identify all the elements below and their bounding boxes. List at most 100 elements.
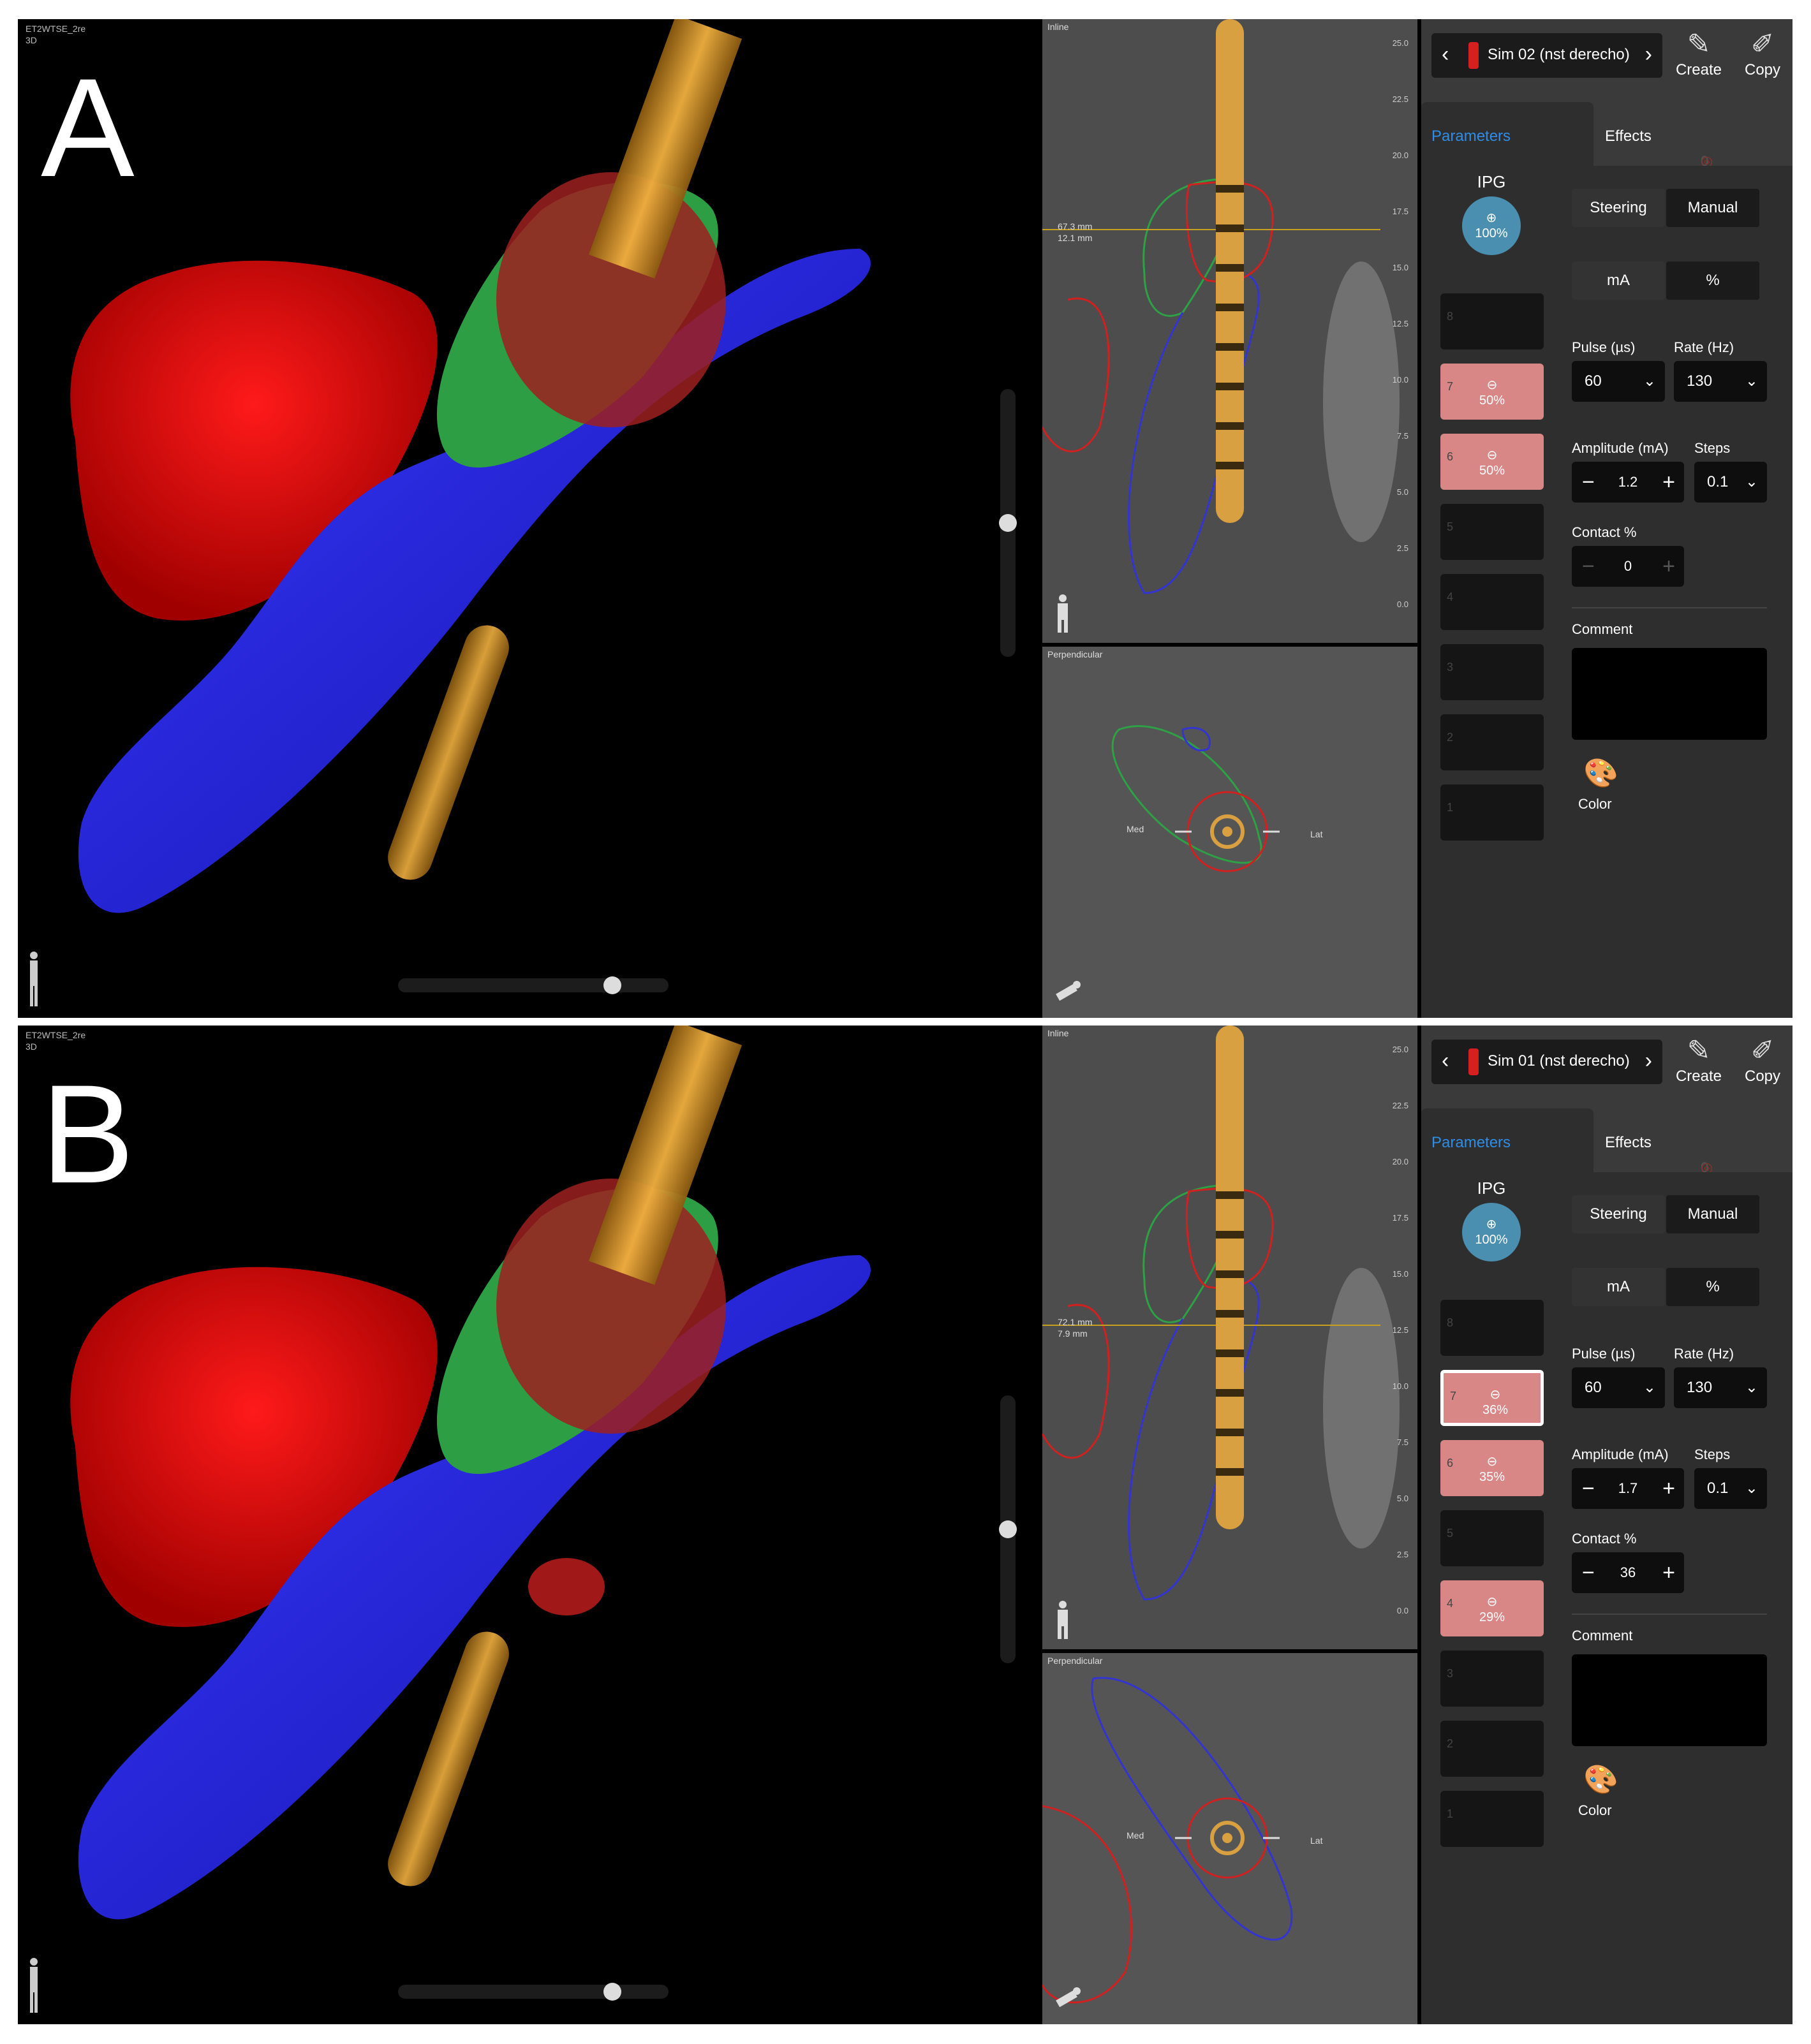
create-button[interactable]: ✎Create: [1670, 1034, 1727, 1085]
percent-button[interactable]: %: [1666, 1268, 1759, 1306]
ipg-indicator: IPG ⊕100%: [1460, 1179, 1523, 1261]
rotation-slider[interactable]: [398, 976, 669, 994]
contact-number: 7: [1450, 1390, 1457, 1402]
lead-contact-7[interactable]: 7 ⊖36%: [1440, 1370, 1544, 1426]
simulation-selector[interactable]: ‹ Sim 01 (nst derecho) ›: [1431, 1040, 1662, 1084]
depth-tick-label: 2.5: [1396, 543, 1408, 553]
depth-tick-label: 25.0: [1392, 38, 1408, 48]
lead-contact-5[interactable]: 5: [1440, 504, 1544, 560]
pulse-label: Pulse (µs): [1572, 339, 1636, 355]
amplitude-stepper[interactable]: −1.7+: [1572, 1468, 1684, 1509]
lead-contact-7[interactable]: 7 ⊖50%: [1440, 364, 1544, 420]
comment-field[interactable]: [1572, 648, 1767, 740]
lateral-label: Lat: [1310, 1835, 1323, 1846]
inline-label: Inline: [1047, 1028, 1069, 1038]
sim-color-swatch: [1468, 1048, 1479, 1075]
next-sim-icon[interactable]: ›: [1645, 42, 1652, 66]
lead-lower: [388, 1631, 509, 1886]
depth-tick-label: 10.0: [1392, 375, 1408, 385]
simulation-name: Sim 01 (nst derecho): [1488, 1052, 1630, 1070]
panel-letter: B: [41, 1055, 135, 1212]
depth-tick-label: 0.0: [1396, 599, 1408, 609]
check-icon: ◎: [1701, 1159, 1713, 1175]
steering-button[interactable]: Steering: [1572, 189, 1665, 227]
lead-contact-3[interactable]: 3: [1440, 1651, 1544, 1707]
lead-cross-section: [1210, 1821, 1245, 1855]
lead-contact-2[interactable]: 2: [1440, 714, 1544, 770]
zoom-slider[interactable]: [999, 1395, 1017, 1663]
rotation-slider-knob[interactable]: [603, 976, 621, 994]
perpendicular-view[interactable]: Perpendicular Med Lat: [1042, 1653, 1417, 2024]
amplitude-stepper[interactable]: −1.2+: [1572, 462, 1684, 503]
pulse-select[interactable]: 60⌄: [1572, 1367, 1665, 1408]
palette-icon[interactable]: 🎨: [1583, 1764, 1618, 1795]
contact-number: 3: [1447, 661, 1454, 673]
depth-tick-label: 12.5: [1392, 1325, 1408, 1335]
lead-contact-3[interactable]: 3: [1440, 644, 1544, 700]
manual-button[interactable]: Manual: [1666, 1195, 1759, 1233]
prev-sim-icon[interactable]: ‹: [1442, 42, 1449, 66]
tab-parameters[interactable]: Parameters: [1421, 1108, 1593, 1172]
rotation-slider[interactable]: [398, 1983, 669, 2001]
steering-button[interactable]: Steering: [1572, 1195, 1665, 1233]
lead-contact-8[interactable]: 8: [1440, 1300, 1544, 1356]
simulation-selector[interactable]: ‹ Sim 02 (nst derecho) ›: [1431, 33, 1662, 78]
chevron-down-icon: ⌄: [1745, 1379, 1758, 1396]
lead-contact-2[interactable]: 2: [1440, 1721, 1544, 1777]
manual-button[interactable]: Manual: [1666, 189, 1759, 227]
comment-field[interactable]: [1572, 1654, 1767, 1746]
zoom-slider[interactable]: [999, 389, 1017, 657]
green-contour: [1111, 725, 1262, 864]
steps-select[interactable]: 0.1⌄: [1694, 1468, 1767, 1509]
copy-button[interactable]: ✐Copy: [1734, 1034, 1791, 1085]
tab-effects[interactable]: Effects 0 ◎ 0 ◎: [1605, 128, 1713, 169]
copy-button[interactable]: ✐Copy: [1734, 28, 1791, 79]
depth-tick-label: 15.0: [1392, 1269, 1408, 1279]
ma-button[interactable]: mA: [1572, 261, 1665, 300]
tab-effects[interactable]: Effects 0 ◎ 0 ◎: [1605, 1134, 1713, 1175]
lead-contact-4[interactable]: 4 ⊖29%: [1440, 1580, 1544, 1636]
ma-button[interactable]: mA: [1572, 1268, 1665, 1306]
lead-contact-1[interactable]: 1: [1440, 784, 1544, 841]
pulse-select[interactable]: 60⌄: [1572, 361, 1665, 402]
copy-icon: ✐: [1750, 1035, 1775, 1066]
red-small-volume: [528, 1558, 605, 1615]
tab-parameters[interactable]: Parameters: [1421, 102, 1593, 166]
ipg-label: IPG: [1477, 172, 1506, 191]
depth-tick-label: 12.5: [1392, 319, 1408, 328]
palette-icon[interactable]: 🎨: [1583, 758, 1618, 789]
contact-percent-stepper[interactable]: −0+: [1572, 546, 1684, 587]
rate-select[interactable]: 130⌄: [1674, 361, 1767, 402]
contact-percent: ⊖35%: [1479, 1455, 1505, 1484]
percent-button[interactable]: %: [1666, 261, 1759, 300]
next-sim-icon[interactable]: ›: [1645, 1048, 1652, 1073]
simulation-sidebar: ‹ Sim 02 (nst derecho) › ✎Create ✐Copy P…: [1421, 19, 1793, 1018]
lead-contact-6[interactable]: 6 ⊖50%: [1440, 434, 1544, 490]
contact-number: 3: [1447, 1667, 1454, 1680]
create-button[interactable]: ✎Create: [1670, 28, 1727, 79]
red-contour-target: [1185, 1187, 1274, 1289]
contact-number: 6: [1447, 1457, 1454, 1469]
lead-contact-5[interactable]: 5: [1440, 1510, 1544, 1566]
prev-sim-icon[interactable]: ‹: [1442, 1048, 1449, 1073]
rate-label: Rate (Hz): [1674, 1346, 1734, 1362]
lead-contact-8[interactable]: 8: [1440, 293, 1544, 349]
perpendicular-view[interactable]: Perpendicular Med Lat: [1042, 647, 1417, 1018]
contact-number: 1: [1447, 1807, 1454, 1820]
lead-contact-1[interactable]: 1: [1440, 1791, 1544, 1847]
zoom-slider-knob[interactable]: [999, 1520, 1017, 1538]
3d-scene: [70, 19, 871, 913]
contact-percent-stepper[interactable]: −36+: [1572, 1552, 1684, 1593]
lead-contact-4[interactable]: 4: [1440, 574, 1544, 630]
lead-contact-6[interactable]: 6 ⊖35%: [1440, 1440, 1544, 1496]
rate-select[interactable]: 130⌄: [1674, 1367, 1767, 1408]
orientation-figure-icon: [1056, 981, 1081, 1001]
contact-number: 5: [1447, 520, 1454, 533]
zoom-slider-knob[interactable]: [999, 514, 1017, 532]
rotation-slider-knob[interactable]: [603, 1983, 621, 2001]
steps-select[interactable]: 0.1⌄: [1694, 462, 1767, 503]
